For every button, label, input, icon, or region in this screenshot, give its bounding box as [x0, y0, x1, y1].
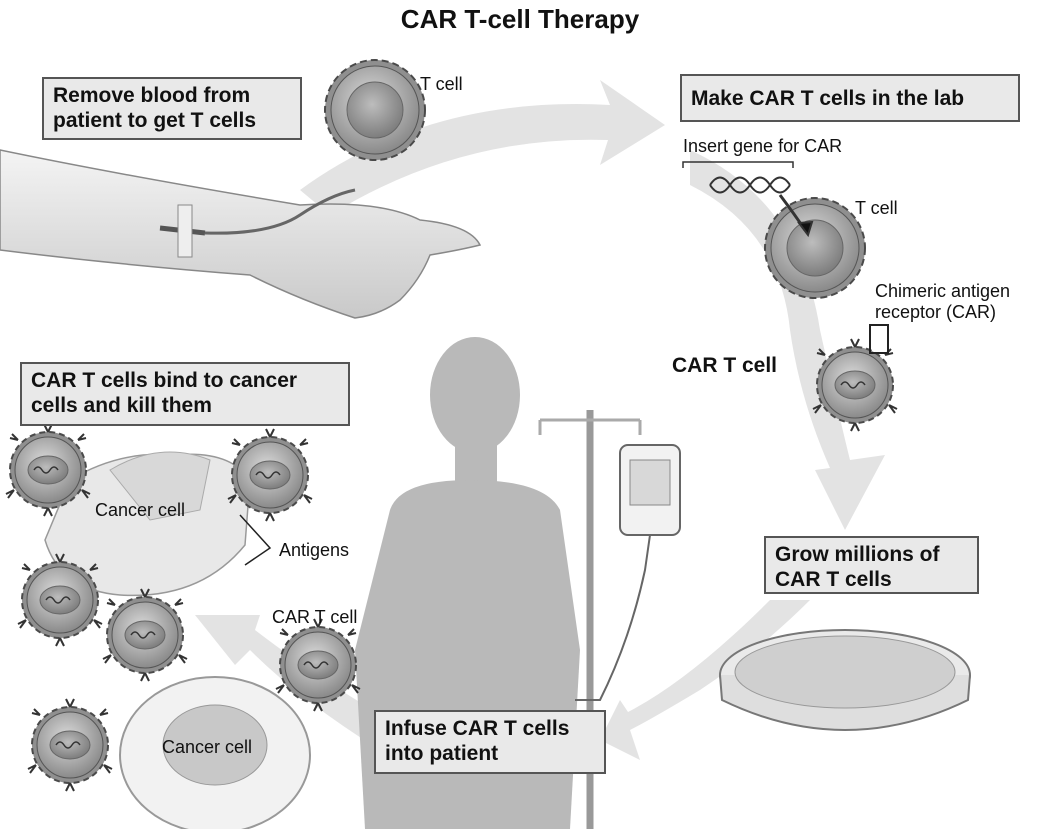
step-infuse: Infuse CAR T cells into patient [374, 710, 606, 774]
label-car-receptor-line-2: receptor (CAR) [875, 302, 997, 322]
t-cell-top [324, 59, 426, 161]
label-cancer-cell-1: Cancer cell [95, 500, 186, 520]
petri-dish [719, 629, 971, 731]
label-antigens: Antigens [279, 540, 350, 560]
dna-strand [682, 161, 814, 238]
antigen-pointer [239, 514, 272, 566]
step-remove-blood: Remove blood from patient to get T cells [42, 77, 302, 140]
label-t-cell-1: T cell [420, 74, 463, 94]
label-car-t-cell: CAR T cell [272, 607, 358, 627]
step-infuse-line-1: Infuse CAR T cells [385, 717, 570, 740]
label-car-t-cell-bold: CAR T cell [672, 354, 778, 377]
step-grow-line-1: Grow millions of [775, 543, 940, 566]
step-bind-kill-line-2: cells and kill them [31, 394, 212, 417]
step-remove-blood-line-2: patient to get T cells [53, 109, 257, 132]
arm-illustration [0, 149, 482, 319]
step-grow-line-2: CAR T cells [775, 568, 892, 591]
label-t-cell-2: T cell [855, 198, 898, 218]
t-cell-lab [764, 197, 866, 299]
step-infuse-line-2: into patient [385, 742, 499, 765]
step-bind-kill-line-1: CAR T cells bind to cancer [31, 369, 298, 392]
label-car-receptor: Chimeric antigen receptor (CAR) [875, 281, 1010, 323]
step-make-in-lab-line-1: Make CAR T cells in the lab [691, 87, 965, 110]
step-remove-blood-line-1: Remove blood from [53, 84, 251, 107]
car-t-cell-attack-4 [102, 588, 188, 682]
step-bind-kill: CAR T cells bind to cancer cells and kil… [20, 362, 350, 426]
car-receptor-box [869, 324, 889, 354]
cancer-cell-bottom [119, 676, 311, 829]
car-t-cell-attack-6 [27, 698, 113, 792]
step-make-in-lab: Make CAR T cells in the lab [680, 74, 1020, 122]
label-car-receptor-line-1: Chimeric antigen [875, 281, 1011, 301]
label-insert-gene: Insert gene for CAR [683, 136, 843, 156]
label-cancer-cell-2: Cancer cell [162, 737, 253, 757]
diagram-title: CAR T-cell Therapy [400, 4, 640, 34]
step-grow: Grow millions of CAR T cells [764, 536, 979, 594]
